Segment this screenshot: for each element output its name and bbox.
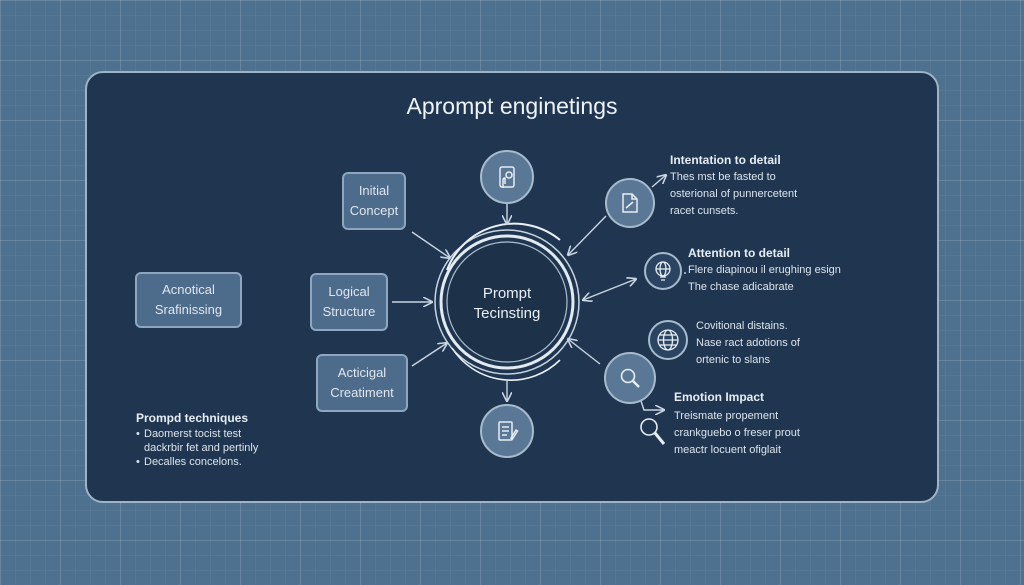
globe-lightbulb-icon bbox=[644, 252, 682, 290]
annotation-line: Flere diapinou il erughing esign bbox=[688, 264, 841, 276]
node-label: Logical bbox=[328, 284, 370, 299]
magnifier-icon bbox=[604, 352, 656, 404]
list-item: •Daomerst tocist test bbox=[136, 428, 242, 440]
techniques-list: Promрd techniques •Daomerst tocist test … bbox=[136, 409, 258, 469]
annotation-intentation: Intentation to detail Thes mst be fasted… bbox=[670, 152, 797, 220]
annotation-attention: Attention to detail Flere diapinou il er… bbox=[688, 245, 841, 296]
hub-label: Prompt Tecinsting bbox=[448, 284, 566, 324]
annotation-covitional: Covitional distains. Nase ract adotions … bbox=[696, 318, 800, 369]
annotation-heading: Emotion Impact bbox=[674, 390, 765, 404]
arrow-acticigal-to-hub bbox=[411, 343, 447, 367]
arrow-right4-to-annotation bbox=[639, 397, 664, 410]
node-label: Initial bbox=[358, 183, 390, 198]
magnifier-icon bbox=[636, 414, 670, 448]
annotation-line: Covitional distains. bbox=[696, 320, 788, 332]
annotation-line: The chase adicabrate bbox=[688, 281, 794, 293]
node-initial-concept: Initial Concept bbox=[342, 172, 406, 230]
arrow-right4-to-hub bbox=[568, 339, 601, 365]
annotation-line: racet cunsets. bbox=[670, 205, 739, 217]
diagram-title: Aprompt enginetings bbox=[406, 93, 618, 119]
node-acnotical: Acnotical Srafinissing bbox=[135, 272, 242, 328]
annotation-line: ortenic to slans bbox=[696, 354, 770, 366]
node-label: Structure bbox=[322, 304, 376, 319]
node-logical-structure: Logical Structure bbox=[310, 273, 388, 331]
node-label: Acnotical bbox=[162, 282, 215, 297]
arrow-hub-to-right2 bbox=[583, 279, 636, 300]
node-label: Creatiment bbox=[330, 385, 394, 400]
techniques-heading: Promрd techniques bbox=[136, 411, 249, 425]
node-label: Concept bbox=[349, 203, 399, 218]
annotation-line: meactr locuent ofiglait bbox=[674, 444, 781, 456]
annotation-heading: Intentation to detail bbox=[670, 153, 781, 167]
annotation-line: crankguebo o freser prout bbox=[674, 427, 800, 439]
annotation-line: Treismate propement bbox=[674, 410, 779, 422]
list-item: dackrbir fet and pertinly bbox=[144, 442, 259, 454]
annotation-line: Nase ract adotions of bbox=[696, 337, 800, 349]
hand-touch-icon bbox=[480, 150, 534, 204]
hub-label-line: Tecinsting bbox=[473, 305, 541, 322]
node-label: Acticigal bbox=[337, 365, 387, 380]
arrow-initial-to-hub bbox=[411, 231, 450, 258]
annotation-heading: Attention to detail bbox=[688, 246, 790, 260]
document-pen-icon bbox=[605, 178, 655, 228]
globe-icon bbox=[648, 320, 688, 360]
node-acticigal-creatiment: Acticigal Creatiment bbox=[316, 354, 408, 412]
document-edit-icon bbox=[480, 404, 534, 458]
list-item: •Decalles concelons. bbox=[136, 456, 242, 468]
node-label: Srafinissing bbox=[154, 302, 223, 317]
annotation-line: Thes mst be fasted to bbox=[670, 171, 776, 183]
arrow-right1-to-hub bbox=[568, 215, 607, 255]
hub-label-line: Prompt bbox=[482, 285, 532, 302]
annotation-emotion-impact: Emotion Impact Treismate propement crank… bbox=[674, 389, 800, 459]
hub-rings bbox=[434, 222, 580, 381]
arrow-right1-to-annotation bbox=[651, 175, 666, 188]
annotation-line: osterional of punnercetent bbox=[670, 188, 798, 200]
